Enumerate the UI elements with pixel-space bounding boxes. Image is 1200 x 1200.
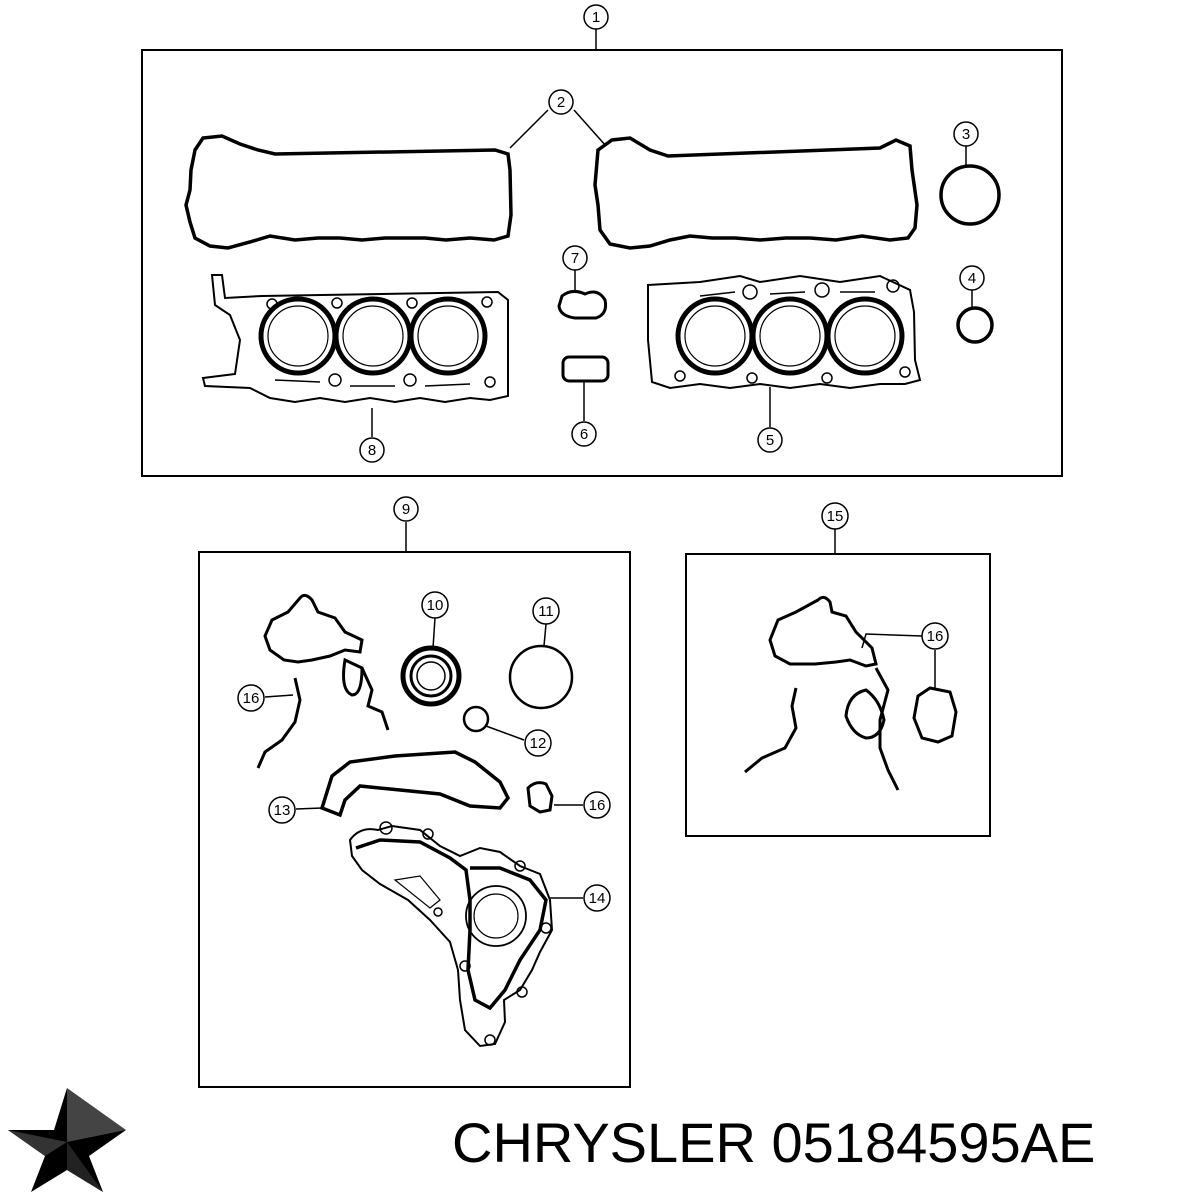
svg-text:6: 6 bbox=[580, 426, 588, 443]
svg-text:1: 1 bbox=[592, 9, 600, 26]
rectangular-seal-gasket bbox=[561, 355, 610, 383]
timing-cover-gasket-left bbox=[256, 593, 390, 769]
part-caption: CHRYSLER 05184595AE bbox=[452, 1108, 1192, 1178]
svg-text:15: 15 bbox=[827, 508, 844, 525]
callout-9: 9 bbox=[393, 496, 419, 522]
callout-11: 11 bbox=[532, 597, 560, 625]
svg-text:3: 3 bbox=[962, 126, 970, 143]
front-cover-port-gasket bbox=[912, 686, 958, 744]
callout-13: 13 bbox=[268, 796, 296, 824]
callout-7: 7 bbox=[562, 245, 588, 271]
callout-14: 14 bbox=[583, 884, 611, 912]
callout-2: 2 bbox=[548, 89, 574, 115]
callout-3: 3 bbox=[953, 121, 979, 147]
right-cylinder-head-gasket bbox=[647, 274, 922, 390]
left-valve-cover-gasket bbox=[184, 134, 513, 250]
svg-text:5: 5 bbox=[766, 432, 774, 449]
part-number: 05184595AE bbox=[771, 1111, 1096, 1174]
small-port-gasket bbox=[526, 781, 554, 814]
brand-name: CHRYSLER bbox=[452, 1111, 756, 1174]
svg-text:16: 16 bbox=[927, 628, 944, 645]
front-cover-gasket bbox=[744, 595, 900, 791]
svg-text:9: 9 bbox=[402, 501, 410, 518]
svg-text:16: 16 bbox=[243, 690, 260, 707]
svg-text:13: 13 bbox=[274, 802, 291, 819]
svg-text:14: 14 bbox=[589, 890, 606, 907]
callout-10: 10 bbox=[421, 591, 449, 619]
svg-text:12: 12 bbox=[530, 735, 547, 752]
right-valve-cover-gasket bbox=[593, 136, 919, 250]
o-ring-large bbox=[939, 164, 1001, 226]
callout-6: 6 bbox=[571, 421, 597, 447]
upper-gasket-group-frame bbox=[141, 49, 1063, 477]
oval-seal-gasket bbox=[557, 289, 608, 320]
svg-text:16: 16 bbox=[589, 797, 606, 814]
o-ring-cover bbox=[508, 644, 574, 710]
svg-text:8: 8 bbox=[368, 442, 376, 459]
leader-lines bbox=[264, 29, 973, 899]
callout-12: 12 bbox=[524, 729, 552, 757]
svg-text:4: 4 bbox=[968, 270, 976, 287]
crankshaft-seal bbox=[400, 645, 462, 707]
water-pump-gasket bbox=[348, 821, 554, 1048]
timing-cover-group-frame bbox=[198, 551, 631, 1088]
svg-text:2: 2 bbox=[557, 94, 565, 111]
o-ring-tiny bbox=[462, 705, 490, 733]
callout-16-middle: 16 bbox=[583, 791, 611, 819]
svg-text:10: 10 bbox=[427, 597, 444, 614]
callout-4: 4 bbox=[959, 265, 985, 291]
callout-5: 5 bbox=[757, 427, 783, 453]
svg-text:7: 7 bbox=[571, 250, 579, 267]
left-cylinder-head-gasket bbox=[201, 274, 509, 404]
water-outlet-gasket bbox=[319, 750, 511, 818]
callout-15: 15 bbox=[821, 502, 849, 530]
svg-text:11: 11 bbox=[538, 603, 554, 620]
callout-16-right: 16 bbox=[921, 622, 949, 650]
callout-1: 1 bbox=[583, 4, 609, 30]
callout-8: 8 bbox=[359, 437, 385, 463]
o-ring-small bbox=[956, 306, 994, 344]
front-cover-group-frame bbox=[685, 553, 991, 837]
chrysler-pentastar-icon bbox=[8, 1088, 126, 1192]
callout-16-left: 16 bbox=[237, 684, 265, 712]
